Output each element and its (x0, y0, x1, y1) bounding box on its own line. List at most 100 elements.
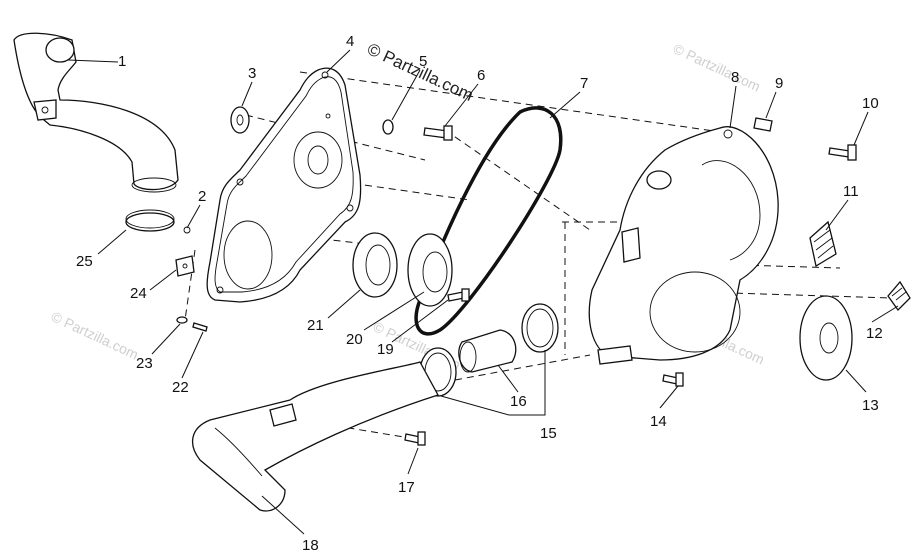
inner-cover (206, 67, 362, 303)
clip-9-body (753, 117, 773, 132)
leader-21 (327, 289, 361, 319)
callout-5: 5 (419, 53, 427, 70)
callout-3: 3 (248, 65, 256, 82)
leader-22 (181, 331, 204, 379)
dash-line-clamp (454, 354, 591, 381)
drive-belt-loop (414, 106, 563, 336)
callout-7: 7 (580, 75, 588, 92)
outer-cover-contour-1 (701, 160, 761, 261)
callout-24: 24 (130, 285, 147, 302)
callout-19: 19 (377, 341, 394, 358)
dash-line-belt (444, 129, 591, 231)
screw-19-head (461, 288, 470, 302)
bracket-24-hole (182, 263, 188, 269)
decal-13-inner (819, 322, 839, 354)
leader-12 (871, 305, 899, 323)
callout-10: 10 (862, 95, 879, 112)
hardware-left (175, 226, 208, 332)
callout-25: 25 (76, 253, 93, 270)
outer-cover-foot (597, 345, 633, 365)
leader-5 (391, 69, 421, 121)
leader-11 (825, 199, 849, 231)
leader-20 (363, 291, 425, 331)
callout-6: 6 (477, 67, 485, 84)
decal-11 (809, 220, 837, 268)
bolt-10-shank (828, 147, 851, 158)
washer-3-outer (230, 106, 250, 134)
plate-20-outer (407, 233, 453, 307)
outer-cover-tab (621, 227, 641, 263)
clip-9 (753, 117, 773, 132)
callout-4: 4 (346, 33, 354, 50)
leader-2 (186, 204, 201, 229)
hose-16-end (459, 341, 477, 373)
dash-line-label (699, 291, 891, 299)
outlet-duct-edge (214, 427, 263, 477)
callout-12: 12 (866, 325, 883, 342)
leader-18 (261, 495, 305, 535)
washer-3-inner (236, 114, 244, 126)
label-12 (887, 280, 911, 312)
leader-25 (97, 229, 127, 255)
washer-bolt-5-6 (382, 119, 453, 141)
clamp-25-edge (125, 209, 175, 229)
clamp-25 (125, 209, 175, 232)
inner-cover-hole-1 (321, 71, 329, 79)
inner-cover-boss (293, 131, 343, 189)
callout-11: 11 (843, 183, 859, 200)
inner-cover-hole-3 (346, 204, 354, 212)
callout-14: 14 (650, 413, 667, 430)
leader-17 (407, 447, 419, 475)
screw-17 (404, 431, 426, 446)
clamp-15-right (521, 303, 559, 353)
leader-13 (845, 369, 867, 393)
plate-20-inner (422, 251, 448, 293)
callout-22: 22 (172, 379, 189, 396)
intake-duct-tab-hole (41, 106, 49, 114)
callout-17: 17 (398, 479, 415, 496)
leader-lines (67, 49, 899, 535)
intake-duct-opening (45, 37, 75, 63)
leader-8 (729, 85, 737, 129)
leader-10 (853, 111, 869, 146)
leader-16 (497, 364, 519, 393)
intake-duct-outlet (131, 177, 177, 193)
washer-3 (230, 106, 250, 134)
leader-19 (391, 299, 449, 343)
leader-3 (241, 81, 253, 107)
seal-21-inner (365, 244, 391, 286)
decal-11-hatch (813, 229, 834, 259)
dash-line-top (299, 71, 729, 134)
outer-cover-body (588, 126, 779, 361)
bolt-10 (828, 144, 857, 161)
callout-9: 9 (775, 75, 783, 92)
callout-20: 20 (346, 331, 363, 348)
callout-23: 23 (136, 355, 153, 372)
inner-cover-rim (214, 76, 354, 293)
callout-21: 21 (307, 317, 324, 334)
outer-cover-dome (649, 271, 741, 353)
leader-1 (67, 59, 119, 63)
bolt-10-head (847, 144, 857, 161)
seal-21-outer (352, 232, 398, 298)
inner-cover-hole-4 (216, 286, 224, 294)
outer-cover-hole-top (723, 129, 733, 139)
washer-23 (176, 316, 188, 324)
callout-13: 13 (862, 397, 879, 414)
leader-15 (440, 350, 546, 416)
label-12-body (887, 280, 911, 312)
intake-duct-body (13, 32, 179, 191)
clamp-15-right-inner (526, 308, 554, 348)
outlet-duct-body (191, 361, 439, 512)
leader-7 (549, 91, 581, 119)
hose-16 (458, 329, 517, 373)
decal-13-outer (799, 295, 853, 381)
screw-19 (447, 288, 470, 302)
screw-17-head (417, 431, 426, 446)
inner-cover-seal-seat (223, 220, 273, 290)
leader-14 (659, 385, 679, 409)
callout-numbers: 1 2 3 4 5 6 7 8 9 10 11 12 13 14 15 16 1… (76, 33, 883, 554)
callout-15: 15 (540, 425, 557, 442)
